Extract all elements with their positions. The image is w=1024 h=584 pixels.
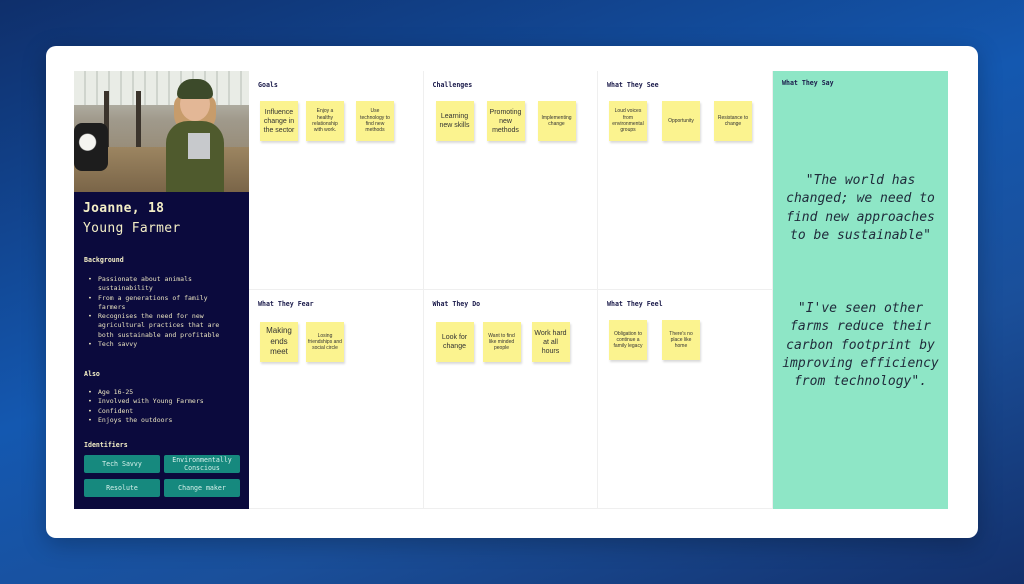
see-section: What They See Loud voices from environme… [598, 71, 773, 290]
list-item: Tech savvy [88, 340, 238, 350]
tag-change-maker: Change maker [164, 479, 240, 497]
sticky-note[interactable]: Loud voices from environmental groups [609, 101, 647, 141]
sticky-note[interactable]: Opportunity [662, 101, 700, 141]
sticky-note[interactable]: Resistance to change [714, 101, 752, 141]
background-list: Passionate about animals sustainability … [88, 275, 238, 350]
say-title: What They Say [782, 79, 834, 87]
sticky-note[interactable]: Work hard at all hours [531, 322, 570, 362]
challenges-section: Challenges Learning new skills Promoting… [423, 71, 598, 290]
fear-title: What They Fear [258, 300, 314, 308]
persona-card: Joanne, 18 Young Farmer Background Passi… [46, 46, 978, 538]
quote-1: "The world has changed; we need to find … [786, 173, 935, 243]
list-item: Confident [88, 407, 238, 417]
do-section: What They Do Look for change Want to fin… [423, 290, 598, 509]
do-title: What They Do [432, 300, 481, 308]
feel-title: What They Feel [607, 300, 663, 308]
sticky-note[interactable]: Enjoy a healthy relationship with work. [306, 101, 344, 141]
list-item: Age 16-25 [88, 388, 238, 398]
identifiers-heading: Identifiers [84, 441, 128, 449]
challenges-title: Challenges [432, 81, 473, 89]
sticky-note[interactable]: Learning new skills [435, 101, 474, 141]
fear-section: What They Fear Making ends meet Losing f… [249, 290, 424, 509]
sticky-note[interactable]: Implementing change [537, 101, 576, 141]
list-item: Recognises the need for new agricultural… [88, 312, 238, 340]
list-item: Passionate about animals sustainability [88, 275, 238, 294]
goals-title: Goals [258, 81, 278, 89]
goals-section: Goals Influence change in the sector Enj… [249, 71, 424, 290]
sticky-note[interactable]: Obligation to continue a family legacy [609, 320, 647, 360]
sticky-note[interactable]: Making ends meet [260, 322, 298, 362]
list-item: From a generations of family farmers [88, 294, 238, 313]
empathy-board: Joanne, 18 Young Farmer Background Passi… [74, 71, 948, 509]
also-list: Age 16-25 Involved with Young Farmers Co… [88, 388, 238, 425]
see-title: What They See [607, 81, 659, 89]
quadrant-grid: Goals Influence change in the sector Enj… [249, 71, 773, 509]
quote-2: "I've seen other farms reduce their carb… [782, 301, 939, 390]
persona-photo [74, 71, 249, 192]
sticky-note[interactable]: Losing friendships and social circle [306, 322, 344, 362]
sticky-note[interactable]: Use technology to find new methods [356, 101, 394, 141]
persona-role: Young Farmer [83, 221, 181, 236]
also-heading: Also [84, 370, 100, 378]
sticky-note[interactable]: Promoting new methods [486, 101, 525, 141]
feel-section: What They Feel Obligation to continue a … [598, 290, 773, 509]
tag-environmentally-conscious: Environmentally Conscious [164, 455, 240, 473]
sticky-note[interactable]: Want to find like minded people [482, 322, 521, 362]
background-heading: Background [84, 256, 124, 264]
persona-name: Joanne, 18 [83, 201, 165, 216]
tag-tech-savvy: Tech Savvy [84, 455, 160, 473]
persona-panel: Joanne, 18 Young Farmer Background Passi… [74, 71, 249, 509]
tag-resolute: Resolute [84, 479, 160, 497]
sticky-note[interactable]: Influence change in the sector [260, 101, 298, 141]
sticky-note[interactable]: There's no place like home [662, 320, 700, 360]
list-item: Involved with Young Farmers [88, 397, 238, 407]
list-item: Enjoys the outdoors [88, 416, 238, 426]
sticky-note[interactable]: Look for change [435, 322, 474, 362]
say-panel: What They Say "The world has changed; we… [773, 71, 948, 509]
